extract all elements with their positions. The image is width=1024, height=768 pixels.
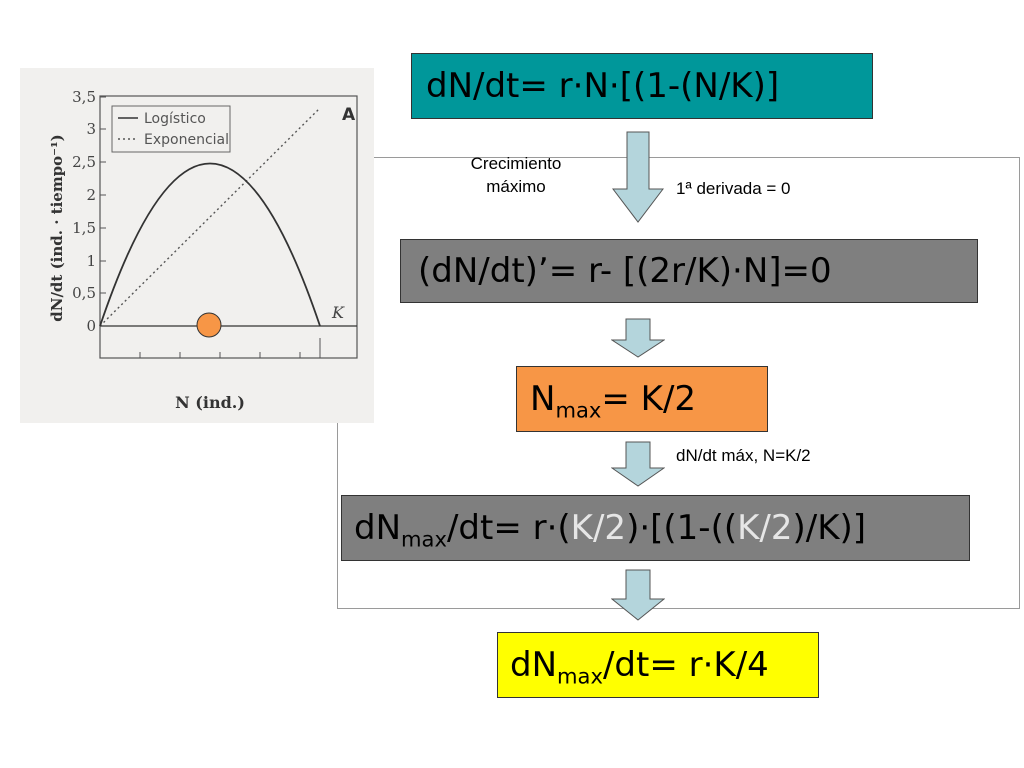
result-equation: dNmax/dt= r·K/4 <box>510 645 769 689</box>
k-label: K <box>331 303 345 322</box>
legend-exponencial: Exponencial <box>144 132 229 148</box>
y-ticks <box>100 96 321 358</box>
crecimiento-label: Crecimiento máximo <box>470 154 562 196</box>
down-arrow-icon <box>611 569 665 621</box>
y-tick-label: 0,5 <box>72 284 96 302</box>
logistic-curve <box>99 162 321 327</box>
nmax-equation: Nmax= K/2 <box>530 379 697 423</box>
logistic-equation: dN/dt= r·N·[(1-(N/K)] <box>426 66 780 106</box>
down-arrow-icon <box>612 131 664 223</box>
dn-max-label: dN/dt máx, N=K/2 <box>676 446 811 465</box>
y-tick-label: 3,5 <box>72 88 96 106</box>
exponential-line <box>99 107 321 327</box>
panel-letter: A <box>342 105 356 125</box>
y-tick-label: 1,5 <box>72 219 96 237</box>
down-arrow-icon <box>611 441 665 487</box>
y-tick-label: 1 <box>86 252 96 270</box>
nmax-marker <box>196 312 222 338</box>
y-tick-label: 2,5 <box>72 153 96 171</box>
x-axis-label: N (ind.) <box>175 393 245 412</box>
derivative-equation: (dN/dt)’= r- [(2r/K)·N]=0 <box>418 251 832 291</box>
substitution-equation: dNmax/dt= r·(K/2)·[(1-((K/2)/K)] <box>354 508 867 552</box>
result-box: dNmax/dt= r·K/4 <box>497 632 819 698</box>
y-tick-label: 2 <box>86 186 96 204</box>
y-axis-label: dN/dt (ind. · tiempo⁻¹) <box>48 134 66 322</box>
legend-logistico: Logístico <box>144 111 206 127</box>
graph-svg: 0 0,5 1 1,5 2 2,5 3 3,5 Logístico Expone… <box>48 88 358 412</box>
derivative-equation-box: (dN/dt)’= r- [(2r/K)·N]=0 <box>400 239 978 303</box>
derivada-label: 1ª derivada = 0 <box>676 179 791 198</box>
down-arrow-icon <box>611 318 665 358</box>
y-tick-label: 3 <box>86 120 96 138</box>
legend-box <box>111 105 231 153</box>
plot-frame <box>99 95 358 359</box>
y-tick-label: 0 <box>86 317 96 335</box>
substitution-box: dNmax/dt= r·(K/2)·[(1-((K/2)/K)] <box>341 495 970 561</box>
logistic-equation-box: dN/dt= r·N·[(1-(N/K)] <box>411 53 873 119</box>
nmax-box: Nmax= K/2 <box>516 366 768 432</box>
logistic-graph: 0 0,5 1 1,5 2 2,5 3 3,5 Logístico Expone… <box>20 68 374 423</box>
